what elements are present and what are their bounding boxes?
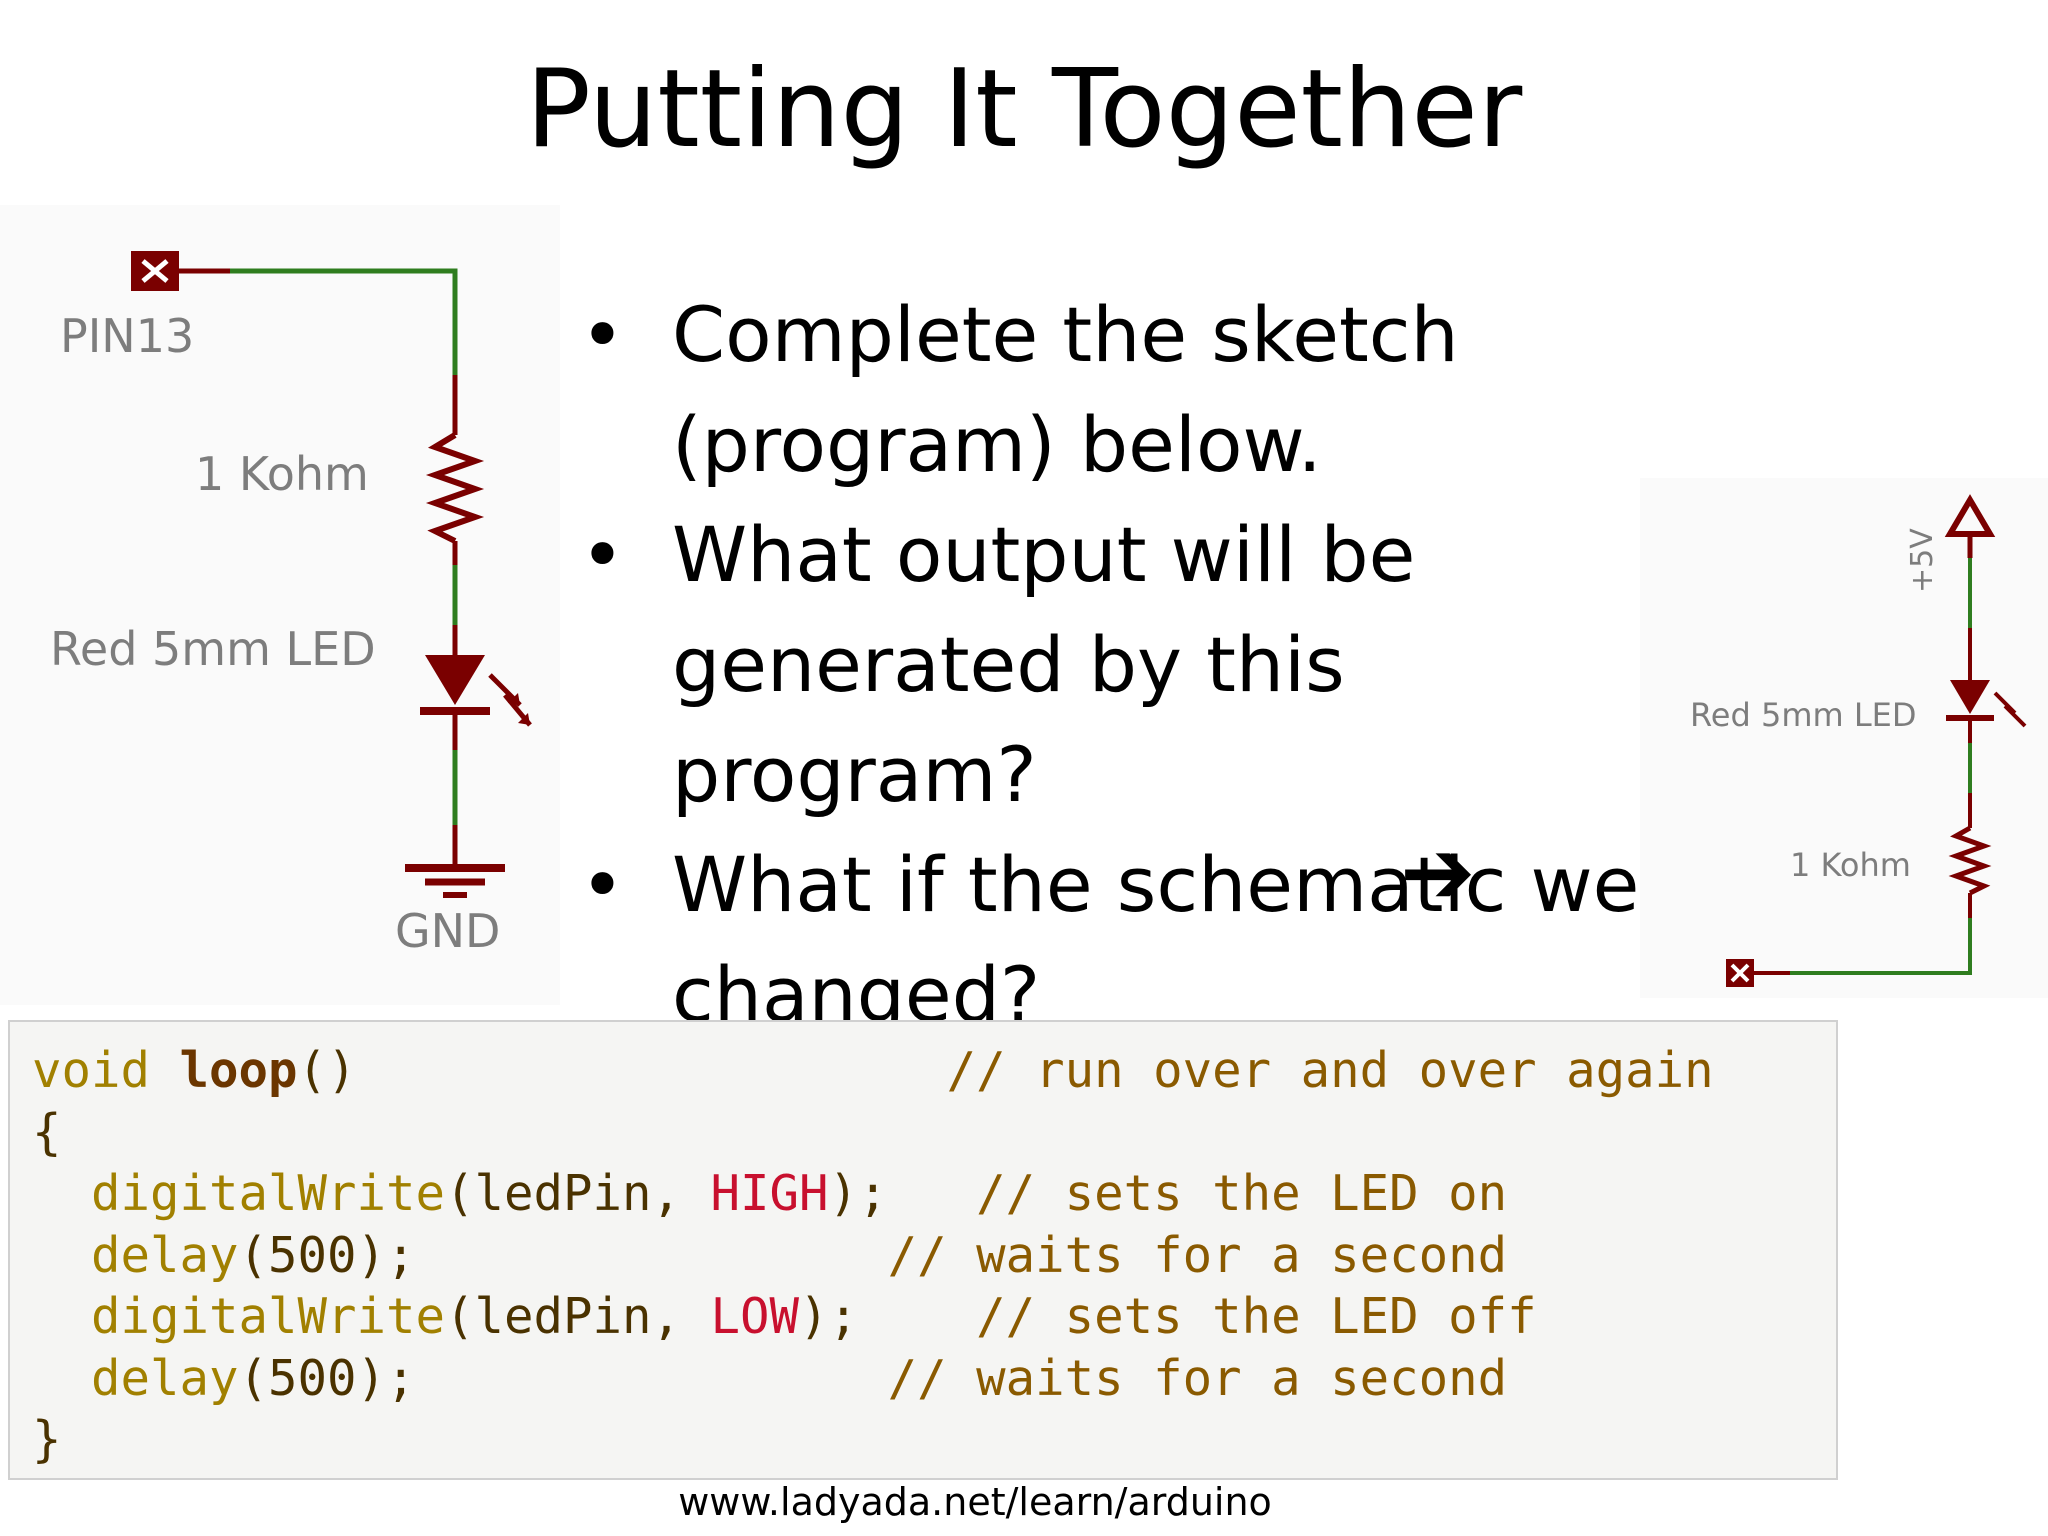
- code-brace: }: [32, 1411, 62, 1468]
- bullet-icon: •: [580, 290, 625, 379]
- bullet-text: What output will be generated by this pr…: [672, 510, 1416, 819]
- code-call: digitalWrite: [91, 1288, 446, 1345]
- pin-connector-icon: [1726, 959, 1790, 987]
- bullet-item: • Complete the sketch (program) below.: [560, 280, 1720, 500]
- wire: [230, 268, 458, 375]
- led-icon: [420, 625, 532, 750]
- bullet-item: • What if the schematic were changed?: [560, 830, 1720, 1050]
- right-arrow-icon: ➔: [1400, 820, 1476, 925]
- right-schematic: +5V Red 5mm LED 1 Kohm: [1640, 478, 2048, 998]
- code-end: );: [828, 1165, 888, 1222]
- left-schematic: PIN13 1 Kohm Red 5mm LED: [0, 205, 560, 1005]
- bullet-icon: •: [580, 840, 625, 929]
- resistor-icon: [1948, 793, 1992, 918]
- code-args: (500);: [238, 1226, 416, 1284]
- slide-title: Putting It Together: [525, 47, 1523, 172]
- code-args: (ledPin,: [445, 1165, 711, 1222]
- gnd-label: GND: [395, 904, 500, 958]
- code-comment: // run over and over again: [946, 1042, 1714, 1099]
- resistor-label: 1 Kohm: [195, 447, 369, 501]
- led-icon: [1946, 628, 2027, 743]
- bullet-text: Complete the sketch (program) below.: [672, 290, 1459, 489]
- supply-icon: [1944, 494, 1996, 558]
- led-label: Red 5mm LED: [50, 622, 376, 676]
- pin13-connector-icon: [131, 251, 230, 291]
- resistor-icon: [425, 375, 485, 565]
- bullet-text: What if the schematic were changed?: [672, 840, 1716, 1039]
- code-function-name: loop: [179, 1042, 298, 1099]
- code-comment: // waits for a second: [887, 1226, 1508, 1284]
- code-args: (ledPin,: [445, 1288, 711, 1345]
- code-punct: (): [297, 1042, 357, 1099]
- code-comment: // sets the LED off: [976, 1288, 1537, 1345]
- bullet-item: • What output will be generated by this p…: [560, 500, 1720, 830]
- code-constant: HIGH: [710, 1165, 829, 1222]
- bullet-icon: •: [580, 510, 625, 599]
- pin13-label: PIN13: [60, 309, 194, 363]
- code-brace: {: [32, 1103, 62, 1161]
- code-args: (500);: [238, 1349, 416, 1407]
- code-listing: void loop() // run over and over again {…: [32, 1040, 1714, 1471]
- resistor-label: 1 Kohm: [1790, 846, 1911, 884]
- ground-icon: [405, 825, 505, 898]
- bullet-list: • Complete the sketch (program) below. • W…: [560, 280, 1720, 1050]
- code-keyword: void: [32, 1042, 151, 1099]
- code-end: );: [799, 1288, 859, 1345]
- supply-label: +5V: [1905, 528, 1940, 593]
- code-call: delay: [91, 1226, 239, 1284]
- code-call: delay: [91, 1349, 239, 1407]
- code-block: void loop() // run over and over again {…: [8, 1020, 1838, 1480]
- led-label: Red 5mm LED: [1690, 696, 1917, 734]
- wire: [1790, 918, 1972, 975]
- source-link[interactable]: www.ladyada.net/learn/arduino: [678, 1480, 1272, 1524]
- code-call: digitalWrite: [91, 1165, 446, 1222]
- code-constant: LOW: [710, 1288, 800, 1345]
- code-comment: // sets the LED on: [976, 1165, 1508, 1222]
- code-comment: // waits for a second: [887, 1349, 1508, 1407]
